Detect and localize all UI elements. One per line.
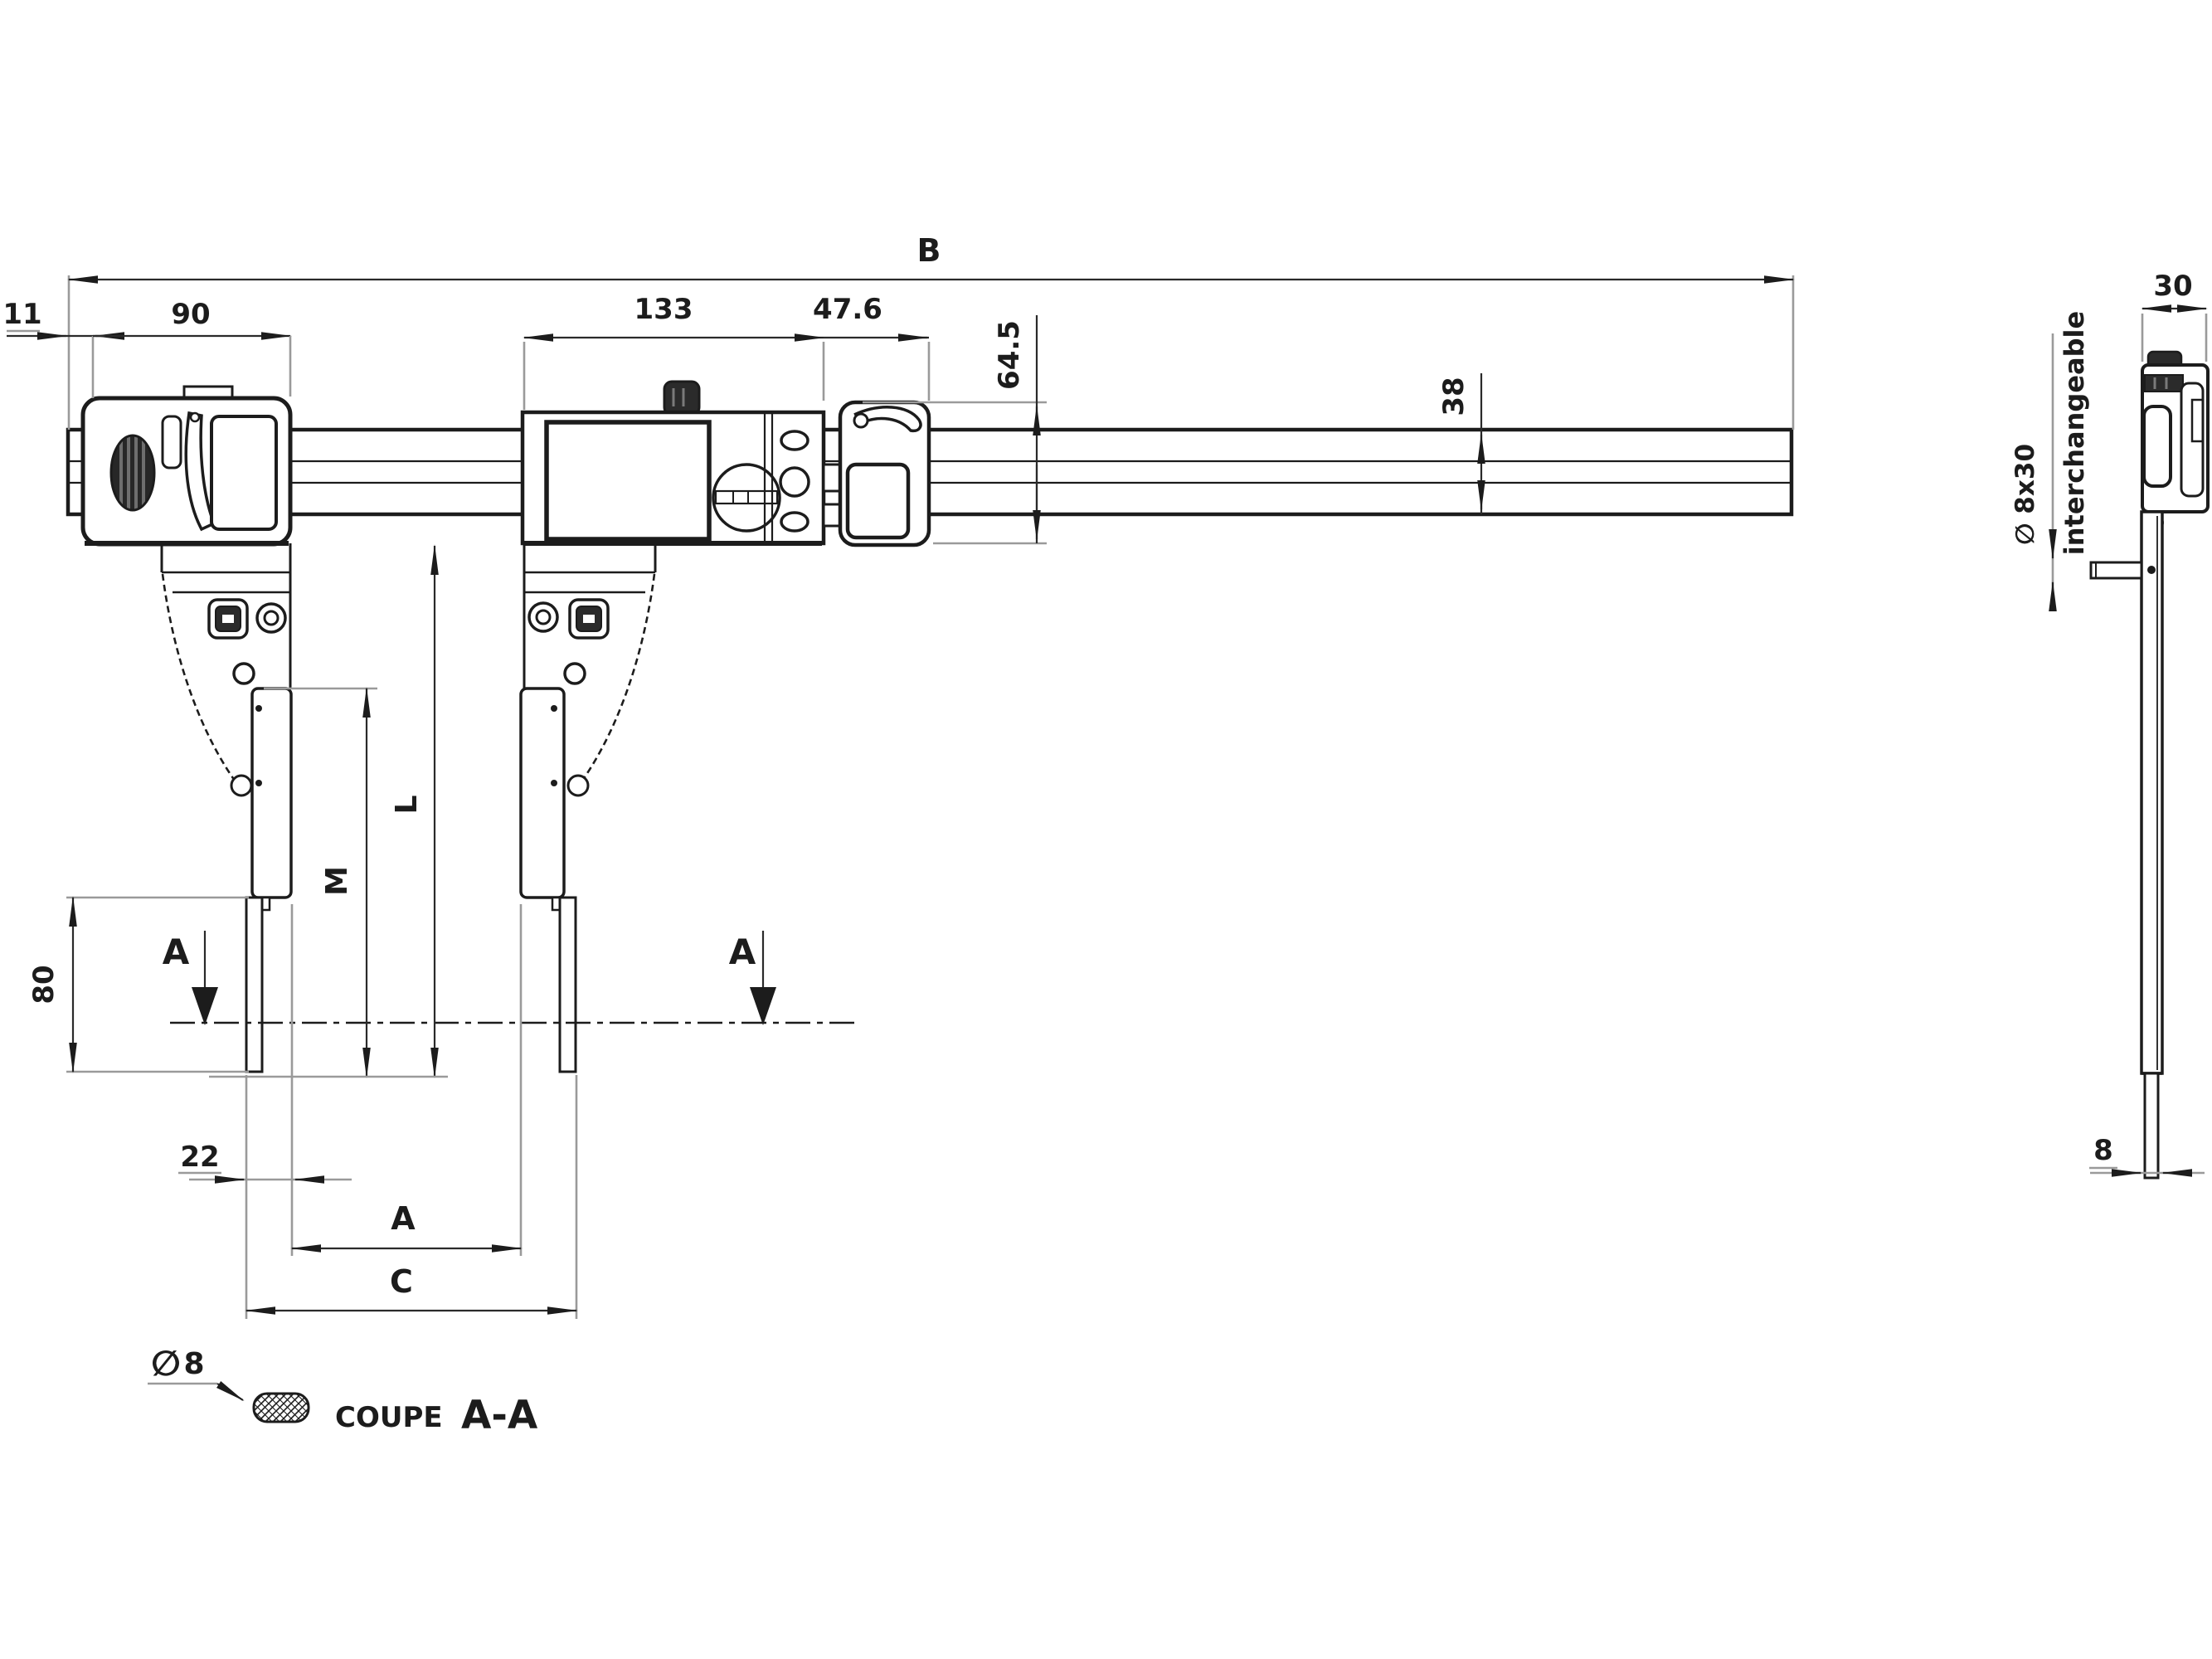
clamp-hook [853, 406, 922, 433]
section-marker-label: A [163, 932, 190, 972]
dim-30-label: 30 [2153, 270, 2192, 303]
side-view: 30 ∅ 8x30 interchangeable 8 [2010, 270, 2210, 1180]
lock-tab [161, 415, 182, 469]
section-marker-label: A [729, 932, 756, 972]
dimension-slider-height-64-5: 64.5 [863, 315, 1047, 545]
head-window [210, 415, 278, 531]
thumb-grip-knurl [109, 434, 156, 512]
dimension-tip-width-8: 8 [2089, 1134, 2205, 1177]
arm-hole [563, 662, 586, 685]
coupe-name: A-A [461, 1393, 538, 1438]
arm-connector-button [207, 598, 249, 640]
arm-connector-button [568, 598, 610, 640]
side-display-edge [2142, 405, 2172, 488]
side-jaw-strip [2140, 510, 2164, 1075]
fixed-jaw [160, 543, 293, 1073]
dimension-tip-length-80: 80 [27, 896, 249, 1073]
rod-cross-section [252, 1392, 310, 1423]
clamp-screw [853, 412, 869, 429]
section-arrow-right: A [729, 931, 776, 1025]
movable-measuring-tip [558, 896, 577, 1073]
rod-spec-label: ∅ 8x30 [2010, 444, 2040, 545]
dimension-depth-30: 30 [2141, 270, 2208, 362]
arm-hole [232, 662, 255, 685]
dim-8-label: 8 [2093, 1134, 2113, 1167]
dim-47-6-label: 47.6 [813, 293, 882, 326]
lever-pin [189, 411, 201, 423]
dimension-left-offset-11: 11 [2, 298, 124, 398]
coupe-diameter-symbol: ∅ [151, 1343, 181, 1384]
coupe-diameter-value: 8 [183, 1347, 204, 1381]
lcd-display [544, 420, 712, 542]
dim-b-label: B [917, 232, 941, 269]
dimension-tip-offset-22: 22 [178, 1141, 352, 1184]
top-button [663, 380, 701, 416]
section-view-coupe: ∅ 8 COUPE A-A [148, 1343, 538, 1438]
arm-taper-edge [576, 573, 656, 787]
arm-ring [255, 602, 287, 634]
side-cross-rod [2089, 561, 2143, 580]
movable-jaw [519, 543, 657, 1073]
digital-display-unit [520, 380, 826, 546]
dimension-rod-reach-M: M [264, 687, 377, 1078]
rod-note-label: interchangeable [2059, 311, 2090, 555]
side-grip-band [2144, 374, 2184, 392]
arm-taper-edge [161, 573, 241, 787]
button-1 [780, 430, 809, 451]
arm-pivot [566, 774, 590, 797]
coupe-label: COUPE [335, 1401, 443, 1434]
dim-c-label: C [390, 1263, 413, 1300]
dim-m-label: M [320, 866, 354, 896]
dim-11-label: 11 [2, 298, 41, 331]
dim-l-label: L [390, 795, 424, 815]
fixed-jaw-rod [250, 687, 293, 899]
button-3 [780, 511, 809, 533]
dimension-clamp-width-47-6: 47.6 [813, 293, 931, 401]
dim-90-label: 90 [171, 298, 210, 331]
dimension-inner-span-A: A [290, 904, 523, 1256]
lock-lever [184, 411, 216, 532]
section-arrow-left: A [163, 931, 218, 1025]
dim-64-5-label: 64.5 [993, 320, 1026, 390]
dimension-overall-B: B [67, 232, 1795, 430]
dimension-rod-spec: ∅ 8x30 interchangeable [2010, 311, 2090, 611]
clamp-hole [845, 462, 911, 540]
clamp-bracket [822, 400, 931, 547]
dimension-jaw-reach-L: L [390, 544, 439, 1078]
fixed-measuring-tip [245, 896, 264, 1073]
dimension-display-width-133: 133 [523, 293, 825, 410]
dim-80-label: 80 [27, 965, 61, 1004]
dim-38-label: 38 [1437, 377, 1471, 416]
movable-jaw-rod [519, 687, 566, 899]
dimension-beam-height-38: 38 [1437, 373, 1485, 514]
arm-pivot [230, 774, 253, 797]
side-measuring-tip [2143, 1072, 2160, 1180]
dim-133-label: 133 [634, 293, 693, 326]
dimension-head-width-90: 90 [93, 298, 292, 397]
fixed-head [80, 385, 293, 547]
dim-a-label: A [391, 1200, 416, 1237]
arm-ring [527, 601, 559, 633]
dim-22-label: 22 [180, 1141, 219, 1174]
button-2 [779, 466, 810, 498]
dimension-outer-span-C: C [245, 1075, 578, 1319]
